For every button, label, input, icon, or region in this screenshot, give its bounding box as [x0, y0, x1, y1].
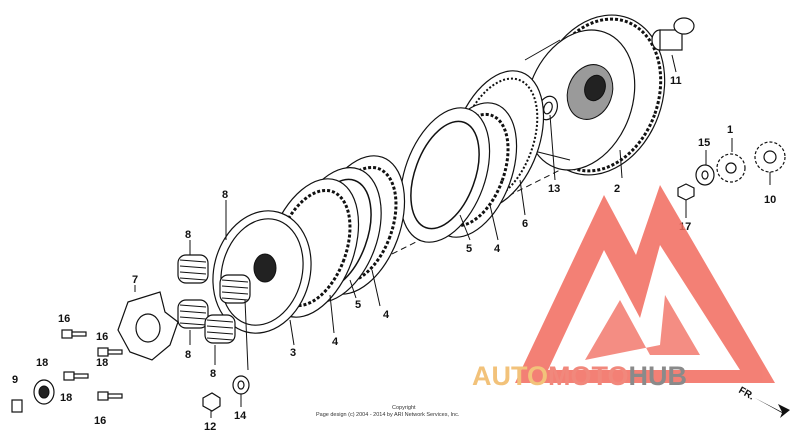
- front-direction-marker: FR.: [737, 385, 790, 418]
- logo-triangle-core: [585, 295, 700, 360]
- svg-text:AUTOMOTOHUB: AUTOMOTOHUB: [472, 361, 687, 391]
- label-4a: 4: [494, 243, 501, 255]
- label-10: 10: [764, 194, 776, 206]
- bearing-18-part[interactable]: [33, 379, 55, 405]
- label-15: 15: [698, 137, 710, 149]
- wordmark-moto: MOTO: [548, 361, 629, 391]
- label-5b: 5: [355, 299, 361, 311]
- automotohub-logo-mark: [515, 185, 775, 383]
- bolt-16-lower[interactable]: [97, 391, 123, 401]
- wordmark-auto: AUTO: [472, 361, 548, 391]
- label-8c: 8: [185, 349, 191, 361]
- clutch-spring-middle[interactable]: [177, 299, 209, 329]
- leader-lines: [134, 54, 771, 418]
- bolt-16-upper[interactable]: [61, 329, 87, 339]
- lifter-plate-part[interactable]: [117, 291, 179, 361]
- clutch-spring-upper[interactable]: [177, 254, 209, 284]
- front-direction-arrow-icon: [755, 398, 790, 418]
- label-6: 6: [522, 218, 528, 230]
- label-4b: 4: [383, 309, 390, 321]
- label-1: 1: [727, 124, 733, 136]
- clutch-spring-right[interactable]: [219, 274, 251, 304]
- front-direction-label: FR.: [737, 385, 757, 403]
- copyright-line-2: Page design (c) 2004 - 2014 by ARI Netwo…: [316, 412, 460, 418]
- label-8d: 8: [210, 368, 216, 380]
- automotohub-wordmark: AUTOMOTOHUB: [472, 361, 687, 391]
- clutch-outer-housing[interactable]: [507, 0, 687, 193]
- bolt-18-mid[interactable]: [63, 371, 89, 381]
- copyright-block: Copyright Page design (c) 2004 - 2014 by…: [316, 405, 460, 418]
- label-18c: 18: [60, 392, 72, 404]
- wordmark-hub: HUB: [629, 361, 688, 391]
- washer-14-part[interactable]: [232, 375, 250, 395]
- label-14: 14: [234, 410, 247, 422]
- bolt-12-part[interactable]: [202, 392, 221, 412]
- label-9: 9: [12, 374, 18, 386]
- clutch-plate-5a[interactable]: [383, 96, 506, 255]
- label-2: 2: [614, 183, 620, 195]
- collar-bushing-part[interactable]: [651, 17, 695, 51]
- label-4c: 4: [332, 336, 339, 348]
- label-18b: 18: [96, 357, 108, 369]
- label-5a: 5: [466, 243, 472, 255]
- gear-1-part[interactable]: [716, 153, 746, 183]
- part-labels: 1 2 3 4 4 4 5 5 6 7 8 8 8 8 9 10 11 12 1…: [12, 75, 776, 433]
- clutch-spring-lower[interactable]: [204, 314, 236, 344]
- nut-17-part[interactable]: [677, 183, 695, 201]
- label-8b: 8: [185, 229, 191, 241]
- washer-15-part[interactable]: [695, 164, 715, 186]
- logo-triangle-inner: [548, 245, 740, 370]
- gear-10-part[interactable]: [754, 141, 786, 173]
- label-16b: 16: [96, 331, 108, 343]
- copyright-line-1: Copyright: [392, 405, 416, 411]
- label-3: 3: [290, 347, 296, 359]
- label-18a: 18: [36, 357, 48, 369]
- label-16c: 16: [94, 415, 106, 427]
- label-8a: 8: [222, 189, 228, 201]
- label-7: 7: [132, 274, 138, 286]
- label-13: 13: [548, 183, 560, 195]
- pin-9-part[interactable]: [11, 399, 23, 413]
- label-11: 11: [670, 75, 682, 87]
- label-12: 12: [204, 421, 216, 433]
- bolt-16-mid[interactable]: [97, 347, 123, 357]
- label-16a: 16: [58, 313, 70, 325]
